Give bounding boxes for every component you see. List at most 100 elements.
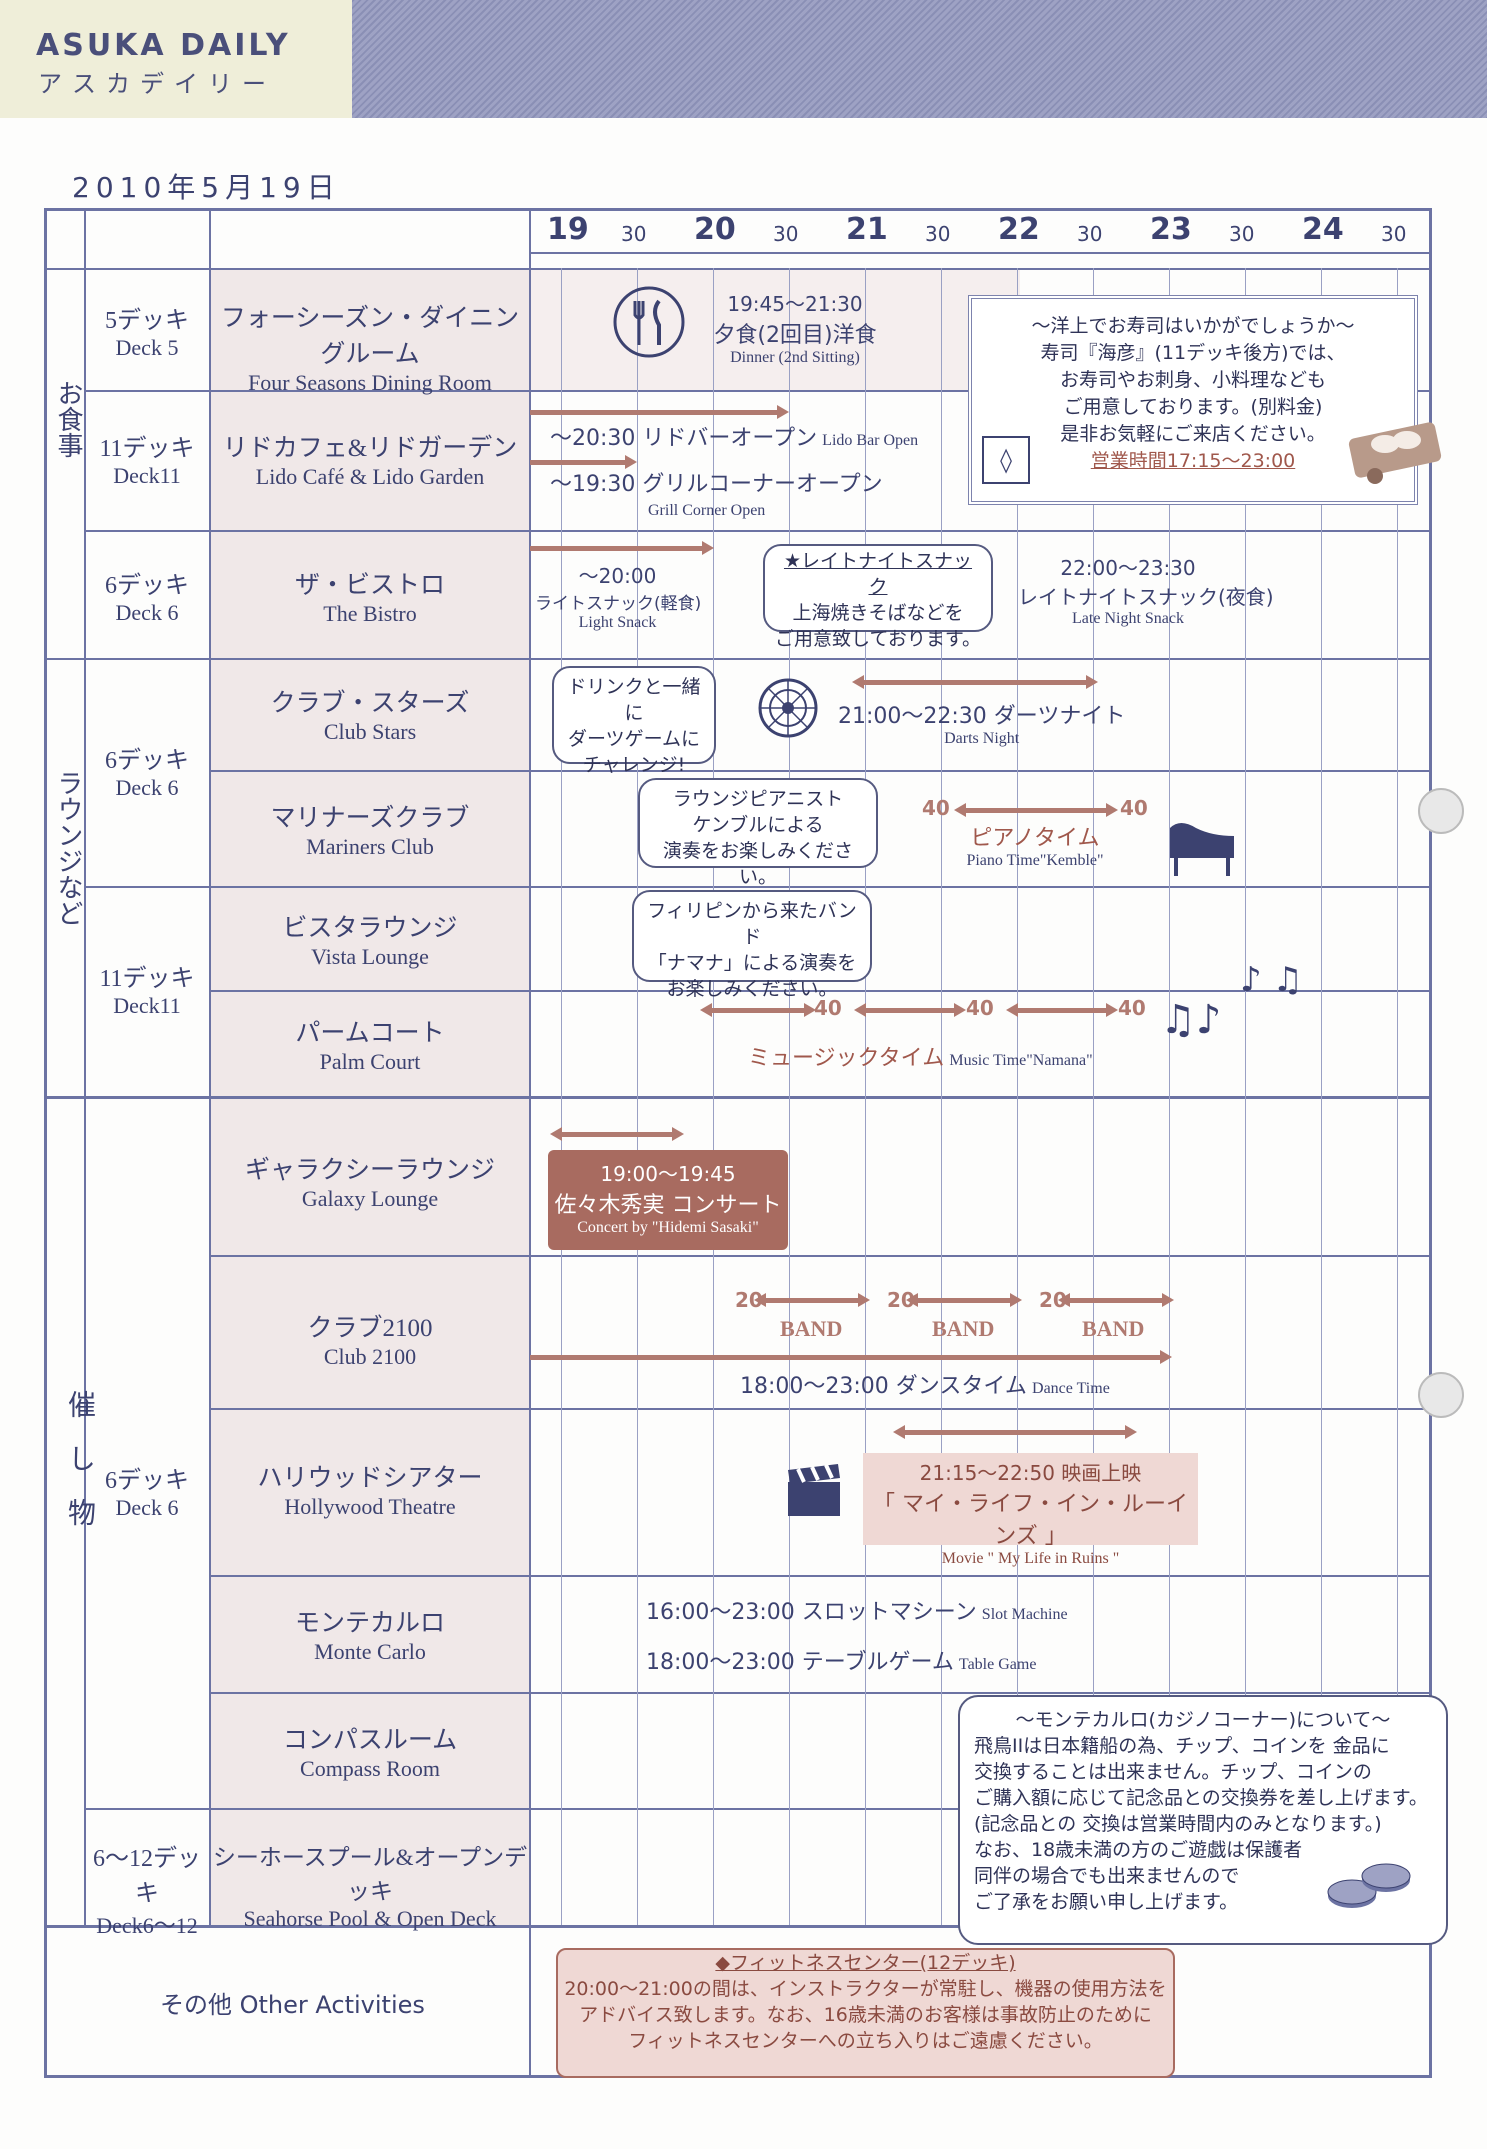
binder-hole xyxy=(1418,1372,1464,1418)
hour-22: 22 xyxy=(998,212,1040,247)
sushi-plate-icon xyxy=(1348,422,1442,484)
clapperboard-icon xyxy=(788,1464,840,1516)
light-snack-arrow xyxy=(530,541,714,555)
row-line xyxy=(211,1692,1432,1694)
category-other: その他 Other Activities xyxy=(160,1991,425,2019)
timeline-axis xyxy=(530,252,1430,254)
header-title-panel: ASUKA DAILY アスカデイリー xyxy=(0,0,352,118)
row-line xyxy=(211,1575,1432,1577)
event-grill: 〜19:30 グリルコーナーオープン xyxy=(550,472,883,497)
event-dance: 18:00〜23:00 ダンスタイム Dance Time xyxy=(740,1374,1110,1399)
half-hour: 30 xyxy=(621,222,647,246)
fitness-note-box: ◆フィットネスセンター(12デッキ) 20:00〜21:00の間は、インストラク… xyxy=(556,1948,1175,2078)
schedule-date: 2010年5月19日 xyxy=(72,171,341,204)
brand-kana: アスカデイリー xyxy=(38,70,276,98)
row-line xyxy=(84,530,1432,532)
piano-icon xyxy=(1170,823,1234,876)
row-line xyxy=(211,990,1432,992)
piano-end-minute: 40 xyxy=(1120,796,1148,820)
header-stripe-band xyxy=(352,0,1487,118)
music-minute: 40 xyxy=(814,996,842,1020)
concert-arrow xyxy=(550,1127,684,1141)
grill-arrow xyxy=(530,455,637,469)
music-minute: 40 xyxy=(966,996,994,1020)
half-hour: 30 xyxy=(1077,222,1103,246)
dartboard-icon xyxy=(758,678,818,738)
music-arrow-3 xyxy=(1006,1003,1118,1017)
section-line xyxy=(44,1925,1432,1928)
row-line xyxy=(84,1808,1432,1810)
darts-bubble: ドリンクと一緒に ダーツゲームに チャレンジ! xyxy=(552,666,716,776)
header-row-line xyxy=(44,268,1432,270)
piano-arrow xyxy=(954,803,1118,817)
event-light-snack: 〜20:00 ライトスナック(軽食) Light Snack xyxy=(535,564,702,631)
band-label: BAND xyxy=(932,1316,995,1341)
event-table-game: 18:00〜23:00 テーブルゲーム Table Game xyxy=(646,1650,1037,1675)
hour-21: 21 xyxy=(846,212,888,247)
event-movie: 21:15〜22:50 映画上映 「 マイ・ライフ・イン・ルーインズ 」 Mov… xyxy=(863,1453,1198,1567)
music-notes-icon: ♫♪ xyxy=(1160,997,1222,1043)
band-label: BAND xyxy=(780,1316,843,1341)
band-label: BAND xyxy=(1082,1316,1145,1341)
deck-column-line xyxy=(209,208,211,1926)
row-line xyxy=(84,390,1432,392)
half-hour: 30 xyxy=(773,222,799,246)
piano-bubble: ラウンジピアニスト ケンブルによる 演奏をお楽しみください。 xyxy=(638,778,878,888)
category-events: 催し物 xyxy=(64,1390,97,1552)
sushi-logo-icon: ◊ xyxy=(982,436,1030,484)
hour-20: 20 xyxy=(694,212,736,247)
brand-title: ASUKA DAILY xyxy=(36,28,291,63)
music-arrow-1 xyxy=(700,1003,816,1017)
chips-icon xyxy=(1327,1863,1411,1908)
event-slot: 16:00〜23:00 スロットマシーン Slot Machine xyxy=(646,1600,1068,1625)
music-minute: 40 xyxy=(1118,996,1146,1020)
dinner-shade xyxy=(530,270,1020,390)
piano-start-minute: 40 xyxy=(922,796,950,820)
music-arrow-2 xyxy=(854,1003,966,1017)
lido-bar-arrow xyxy=(530,405,789,419)
half-hour: 30 xyxy=(1229,222,1255,246)
row-line xyxy=(211,1408,1432,1410)
category-lounge: ラウンジなど xyxy=(53,770,83,926)
half-hour: 30 xyxy=(1381,222,1407,246)
event-grill-en: Grill Corner Open xyxy=(648,502,766,519)
band-arrow-2 xyxy=(906,1293,1022,1307)
hour-19: 19 xyxy=(547,212,589,247)
event-dinner: 19:45〜21:30 夕食(2回目)洋食 Dinner (2nd Sittin… xyxy=(713,292,877,366)
music-notes-icon: ♪ ♫ xyxy=(1240,960,1303,1000)
darts-arrow xyxy=(852,675,1098,689)
late-snack-bubble: ★レイトナイトスナック 上海焼きそばなどを ご用意致しております。 xyxy=(763,544,993,650)
dance-arrow xyxy=(530,1350,1172,1364)
hour-24: 24 xyxy=(1302,212,1344,247)
category-column-line xyxy=(84,208,86,1926)
half-hour: 30 xyxy=(925,222,951,246)
row-line xyxy=(211,770,1432,772)
movie-arrow xyxy=(893,1425,1137,1439)
band-arrow-1 xyxy=(754,1293,870,1307)
category-dining: お食事 xyxy=(53,380,83,458)
binder-hole xyxy=(1418,788,1464,834)
hour-23: 23 xyxy=(1150,212,1192,247)
band-arrow-3 xyxy=(1058,1293,1174,1307)
row-line xyxy=(84,886,1432,888)
event-late-night-snack: 22:00〜23:30 レイトナイトスナック(夜食) Late Night Sn… xyxy=(1018,556,1274,627)
event-concert: 19:00〜19:45 佐々木秀実 コンサート Concert by "Hide… xyxy=(548,1150,788,1250)
